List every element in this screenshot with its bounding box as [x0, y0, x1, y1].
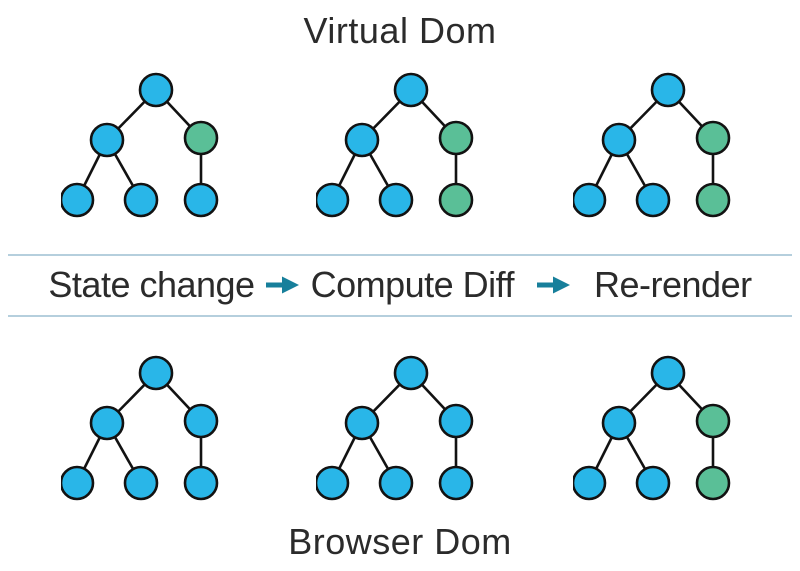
- pipeline-step-state-change: State change: [48, 264, 255, 305]
- tree-node-root: [393, 72, 429, 108]
- tree-node-leaf3: [438, 465, 474, 501]
- tree-node-left: [601, 122, 637, 158]
- tree-node-left: [601, 405, 637, 441]
- tree-node-leaf3: [695, 182, 731, 218]
- tree-node-leaf1: [61, 182, 95, 218]
- tree-node-right: [438, 403, 474, 439]
- tree-node-leaf2: [123, 465, 159, 501]
- tree-node-leaf1: [316, 182, 350, 218]
- tree-node-leaf3: [695, 465, 731, 501]
- pipeline-step-re-render: Re-render: [594, 264, 752, 305]
- browser-dom-title: Browser Dom: [288, 521, 512, 562]
- dom-tree: [61, 355, 219, 501]
- tree-node-right: [183, 403, 219, 439]
- dom-tree: [573, 72, 731, 218]
- dom-tree: [573, 355, 731, 501]
- tree-node-left: [344, 122, 380, 158]
- tree-node-left: [89, 405, 125, 441]
- tree-node-leaf1: [573, 465, 607, 501]
- tree-node-right: [438, 120, 474, 156]
- dom-tree: [316, 355, 474, 501]
- tree-node-leaf2: [123, 182, 159, 218]
- tree-node-leaf3: [183, 182, 219, 218]
- tree-node-right: [695, 403, 731, 439]
- tree-node-leaf1: [573, 182, 607, 218]
- tree-node-root: [650, 355, 686, 391]
- tree-node-left: [344, 405, 380, 441]
- tree-node-root: [393, 355, 429, 391]
- tree-node-leaf2: [378, 182, 414, 218]
- right-arrow-icon: [537, 276, 571, 294]
- tree-node-leaf1: [316, 465, 350, 501]
- tree-node-leaf3: [438, 182, 474, 218]
- tree-node-root: [138, 355, 174, 391]
- right-arrow-icon: [265, 276, 299, 294]
- tree-node-root: [138, 72, 174, 108]
- browser-dom-tree-row: [0, 353, 800, 503]
- tree-node-right: [183, 120, 219, 156]
- tree-node-leaf2: [635, 182, 671, 218]
- virtual-dom-title: Virtual Dom: [303, 10, 497, 51]
- divider-line-top: [8, 254, 792, 256]
- tree-node-leaf3: [183, 465, 219, 501]
- tree-node-right: [695, 120, 731, 156]
- dom-tree: [316, 72, 474, 218]
- pipeline-step-compute-diff: Compute Diff: [310, 264, 515, 305]
- virtual-dom-tree-row: [0, 70, 800, 220]
- tree-node-root: [650, 72, 686, 108]
- divider-line-bottom: [8, 315, 792, 317]
- tree-node-leaf2: [378, 465, 414, 501]
- dom-tree: [61, 72, 219, 218]
- tree-node-left: [89, 122, 125, 158]
- pipeline-row: State change Compute Diff Re-render: [0, 260, 800, 310]
- tree-node-leaf1: [61, 465, 95, 501]
- tree-node-leaf2: [635, 465, 671, 501]
